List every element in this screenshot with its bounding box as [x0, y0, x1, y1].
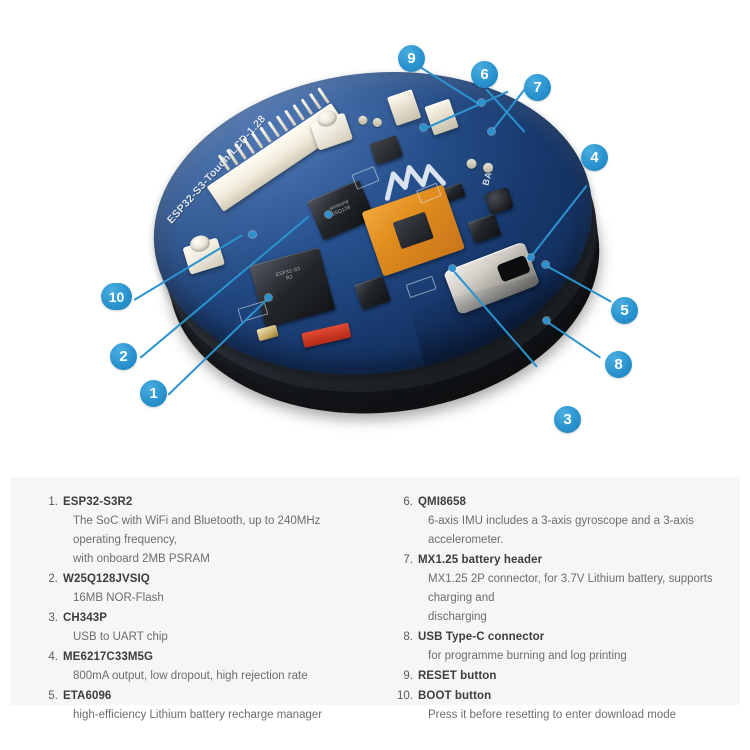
legend-item-3: 3. CH343P USB to UART chip — [32, 609, 365, 647]
legend-item-8-title: USB Type-C connector — [418, 631, 545, 643]
callout-layer: 9 6 7 4 5 8 3 10 2 — [101, 45, 638, 433]
leader-line-8 — [545, 320, 602, 359]
callout-dot-7 — [488, 128, 495, 135]
legend-item-6-title: QMI8658 — [418, 496, 467, 508]
legend-item-7: 7. MX1.25 battery header MX1.25 2P conne… — [387, 551, 724, 627]
callout-badge-5[interactable]: 5 — [611, 297, 638, 324]
legend-item-7-desc-line1: MX1.25 2P connector, for 3.7V Lithium ba… — [428, 573, 713, 604]
legend-item-5-desc-line1: high-efficiency Lithium battery recharge… — [73, 709, 323, 721]
legend-item-9-number: 9. — [403, 670, 413, 682]
callout-badge-10[interactable]: 10 — [101, 283, 132, 310]
legend-item-10-number: 10. — [397, 690, 413, 702]
callout-dot-10 — [249, 231, 256, 238]
callout-dot-4 — [527, 254, 534, 261]
callout-badge-3[interactable]: 3 — [554, 406, 581, 433]
leader-line-5 — [544, 264, 612, 303]
legend-item-7-title: MX1.25 battery header — [418, 554, 543, 566]
legend-item-7-number: 7. — [403, 554, 413, 566]
legend-item-2: 2. W25Q128JVSIQ 16MB NOR-Flash — [32, 570, 365, 608]
callout-badge-2[interactable]: 2 — [110, 343, 137, 370]
legend-item-8: 8. USB Type-C connector for programme bu… — [387, 628, 724, 666]
legend-item-2-desc-line1: 16MB NOR-Flash — [73, 592, 164, 604]
legend-item-4-number: 4. — [48, 651, 58, 663]
legend-item-4-desc-line1: 800mA output, low dropout, high rejectio… — [73, 670, 308, 682]
legend-item-9-title: RESET button — [418, 670, 497, 682]
legend-item-10-title: BOOT button — [418, 690, 492, 702]
legend-item-1: 1. ESP32-S3R2 The SoC with WiFi and Blue… — [32, 493, 365, 569]
legend-item-3-desc-line1: USB to UART chip — [73, 631, 168, 643]
legend-item-3-title: CH343P — [63, 612, 108, 624]
callout-badge-4[interactable]: 4 — [581, 144, 608, 171]
legend-item-9: 9. RESET button — [387, 667, 724, 686]
legend-item-5-title: ETA6096 — [63, 690, 112, 702]
legend-item-5-number: 5. — [48, 690, 58, 702]
callout-badge-7[interactable]: 7 — [524, 74, 551, 101]
callout-badge-1[interactable]: 1 — [140, 380, 167, 407]
legend-item-5: 5. ETA6096 high-efficiency Lithium batte… — [32, 687, 365, 725]
legend-item-8-desc-line1: for programme burning and log printing — [428, 650, 627, 662]
legend-item-1-number: 1. — [48, 496, 58, 508]
leader-line-2 — [139, 215, 310, 359]
callout-dot-8 — [543, 317, 550, 324]
legend-columns: 1. ESP32-S3R2 The SoC with WiFi and Blue… — [10, 493, 740, 726]
legend-column-right: 6. QMI8658 6-axis IMU includes a 3-axis … — [375, 493, 740, 726]
leader-line-10 — [133, 234, 243, 301]
legend-item-6-desc-line1: 6-axis IMU includes a 3-axis gyroscope a… — [428, 515, 694, 546]
pcb-round-board: ESP32-S3-Touch-LCD-1.28 BAT ws — [136, 47, 610, 399]
callout-dot-1 — [265, 294, 272, 301]
leader-line-1 — [167, 296, 270, 396]
legend-item-1-title: ESP32-S3R2 — [63, 496, 133, 508]
leader-line-7 — [491, 86, 528, 132]
legend-item-1-desc-line1: The SoC with WiFi and Bluetooth, up to 2… — [73, 515, 321, 546]
legend-item-8-number: 8. — [403, 631, 413, 643]
board-photo: ESP32-S3-Touch-LCD-1.28 BAT ws — [0, 0, 750, 470]
legend-item-10-desc-line1: Press it before resetting to enter downl… — [428, 709, 677, 721]
callout-dot-3 — [449, 265, 456, 272]
legend-card: 1. ESP32-S3R2 The SoC with WiFi and Blue… — [10, 477, 740, 721]
legend-item-2-title: W25Q128JVSIQ — [63, 573, 150, 585]
legend-item-4-title: ME6217C33M5G — [63, 651, 154, 663]
legend-item-4: 4. ME6217C33M5G 800mA output, low dropou… — [32, 648, 365, 686]
callout-badge-9[interactable]: 9 — [398, 45, 425, 72]
legend-item-3-number: 3. — [48, 612, 58, 624]
callout-dot-2 — [325, 211, 332, 218]
leader-line-4 — [529, 184, 588, 259]
callout-dot-6 — [420, 124, 427, 131]
callout-badge-8[interactable]: 8 — [605, 351, 632, 378]
pcb-assembly: ESP32-S3-Touch-LCD-1.28 BAT ws — [130, 45, 639, 450]
legend-column-left: 1. ESP32-S3R2 The SoC with WiFi and Blue… — [10, 493, 375, 726]
callout-badge-6[interactable]: 6 — [471, 61, 498, 88]
legend-item-6: 6. QMI8658 6-axis IMU includes a 3-axis … — [387, 493, 724, 550]
callout-dot-5 — [542, 261, 549, 268]
legend-item-2-number: 2. — [48, 573, 58, 585]
legend-item-7-desc-line2: discharging — [428, 611, 487, 623]
legend-item-1-desc-line2: with onboard 2MB PSRAM — [73, 553, 210, 565]
legend-item-6-number: 6. — [403, 496, 413, 508]
legend-item-10: 10. BOOT button Press it before resettin… — [387, 687, 724, 725]
leader-line-3 — [451, 268, 538, 368]
